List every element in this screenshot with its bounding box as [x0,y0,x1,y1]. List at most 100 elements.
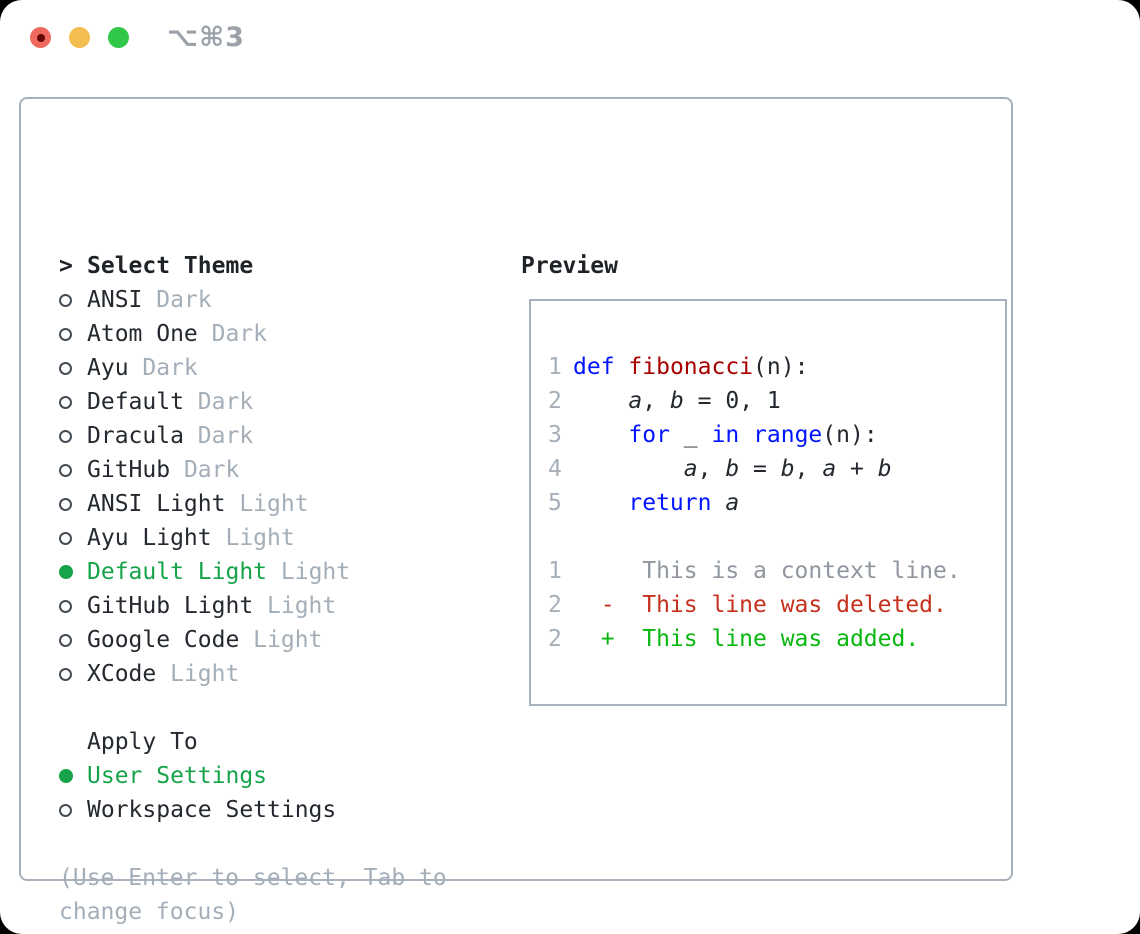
spacer [59,691,519,725]
radio-circle-icon [59,667,87,681]
theme-name: Atom One [87,321,212,347]
diff-text: + This line was added. [573,626,920,652]
diff-line: 1 This is a context line. [548,554,1005,588]
theme-name: Default [87,389,198,415]
titlebar: ⌥⌘3 [0,0,1140,76]
code-text: a, b = b, a + b [683,456,892,482]
theme-name: Default Light [87,559,281,585]
code-line: 4 a, b = b, a + b [548,452,1005,486]
theme-name: XCode [87,661,171,687]
theme-variant: Dark [211,321,268,347]
spacer [59,827,519,861]
radio-circle-icon [59,599,87,613]
theme-option[interactable]: ANSI Light Light [59,487,519,521]
line-number: 1 [548,354,562,380]
theme-variant: Light [267,593,337,619]
theme-option[interactable]: Atom One Dark [59,317,519,351]
theme-option[interactable]: Google Code Light [59,623,519,657]
theme-variant: Dark [156,287,212,313]
radio-circle-icon [59,429,87,443]
window-title-shortcut: ⌥⌘3 [167,22,245,53]
theme-variant: Light [170,661,240,687]
radio-circle-icon [59,497,87,511]
radio-circle-icon [59,803,87,817]
theme-variant: Light [225,525,295,551]
select-theme-header: > Select Theme [59,249,519,283]
keyboard-hint: (Use Enter to select, Tab to change focu… [59,865,447,925]
theme-option[interactable]: Ayu Light Light [59,521,519,555]
radio-circle-icon [59,565,87,579]
theme-option[interactable]: GitHub Dark [59,453,519,487]
apply-to-option[interactable]: User Settings [59,759,519,793]
code-text: return a [628,490,740,516]
theme-name: Google Code [87,627,254,653]
theme-name: GitHub Light [87,593,268,619]
theme-variant: Dark [142,355,198,381]
unselected-radio-icon [59,803,72,817]
modified-dot-icon [36,33,45,42]
code-line: 5 return a [548,486,1005,520]
unselected-radio-icon [59,633,72,647]
spacer [548,520,1005,554]
radio-circle-icon [59,395,87,409]
theme-option[interactable]: Dracula Dark [59,419,519,453]
theme-option[interactable]: Ayu Dark [59,351,519,385]
apply-to-header: Apply To [59,725,519,759]
unselected-radio-icon [59,463,72,477]
code-text: a, b = 0, 1 [628,388,781,414]
unselected-radio-icon [59,361,72,375]
theme-variant: Light [239,491,309,517]
unselected-radio-icon [59,667,72,681]
theme-option[interactable]: GitHub Light Light [59,589,519,623]
code-text: def fibonacci(n): [573,354,809,380]
unselected-radio-icon [59,497,72,511]
unselected-radio-icon [59,599,72,613]
zoom-button-icon[interactable] [108,27,129,48]
diff-sample: 1 This is a context line. 2 - This line w… [548,554,1005,656]
theme-variant: Dark [197,423,254,449]
prompt-caret: > [59,253,73,279]
theme-name: Ayu [87,355,143,381]
line-number: 5 [548,490,562,516]
theme-option[interactable]: ANSI Dark [59,283,519,317]
close-button-icon[interactable] [30,27,51,48]
apply-to-title: Apply To [87,729,198,755]
radio-circle-icon [59,531,87,545]
unselected-radio-icon [59,327,72,341]
radio-circle-icon [59,293,87,307]
line-number: 2 [548,626,562,652]
line-number: 2 [548,388,562,414]
code-line: 3 for _ in range(n): [548,418,1005,452]
theme-option[interactable]: Default Light Light [59,555,519,589]
diff-line: 2 + This line was added. [548,622,1005,656]
radio-circle-icon [59,361,87,375]
line-number: 4 [548,456,562,482]
unselected-radio-icon [59,293,72,307]
preview-title: Preview [521,253,618,279]
theme-name: GitHub [87,457,184,483]
radio-circle-icon [59,463,87,477]
unselected-radio-icon [59,429,72,443]
theme-name: ANSI [87,287,157,313]
line-number: 2 [548,592,562,618]
theme-name: Dracula [87,423,198,449]
theme-option[interactable]: Default Dark [59,385,519,419]
line-number: 3 [548,422,562,448]
theme-variant: Light [280,559,351,585]
code-line: 2 a, b = 0, 1 [548,384,1005,418]
diff-text: - This line was deleted. [573,592,947,618]
minimize-button-icon[interactable] [69,27,90,48]
apply-to-option[interactable]: Workspace Settings [59,793,519,827]
theme-option[interactable]: XCode Light [59,657,519,691]
unselected-radio-icon [59,531,72,545]
radio-circle-icon [59,327,87,341]
radio-circle-icon [59,633,87,647]
unselected-radio-icon [59,395,72,409]
